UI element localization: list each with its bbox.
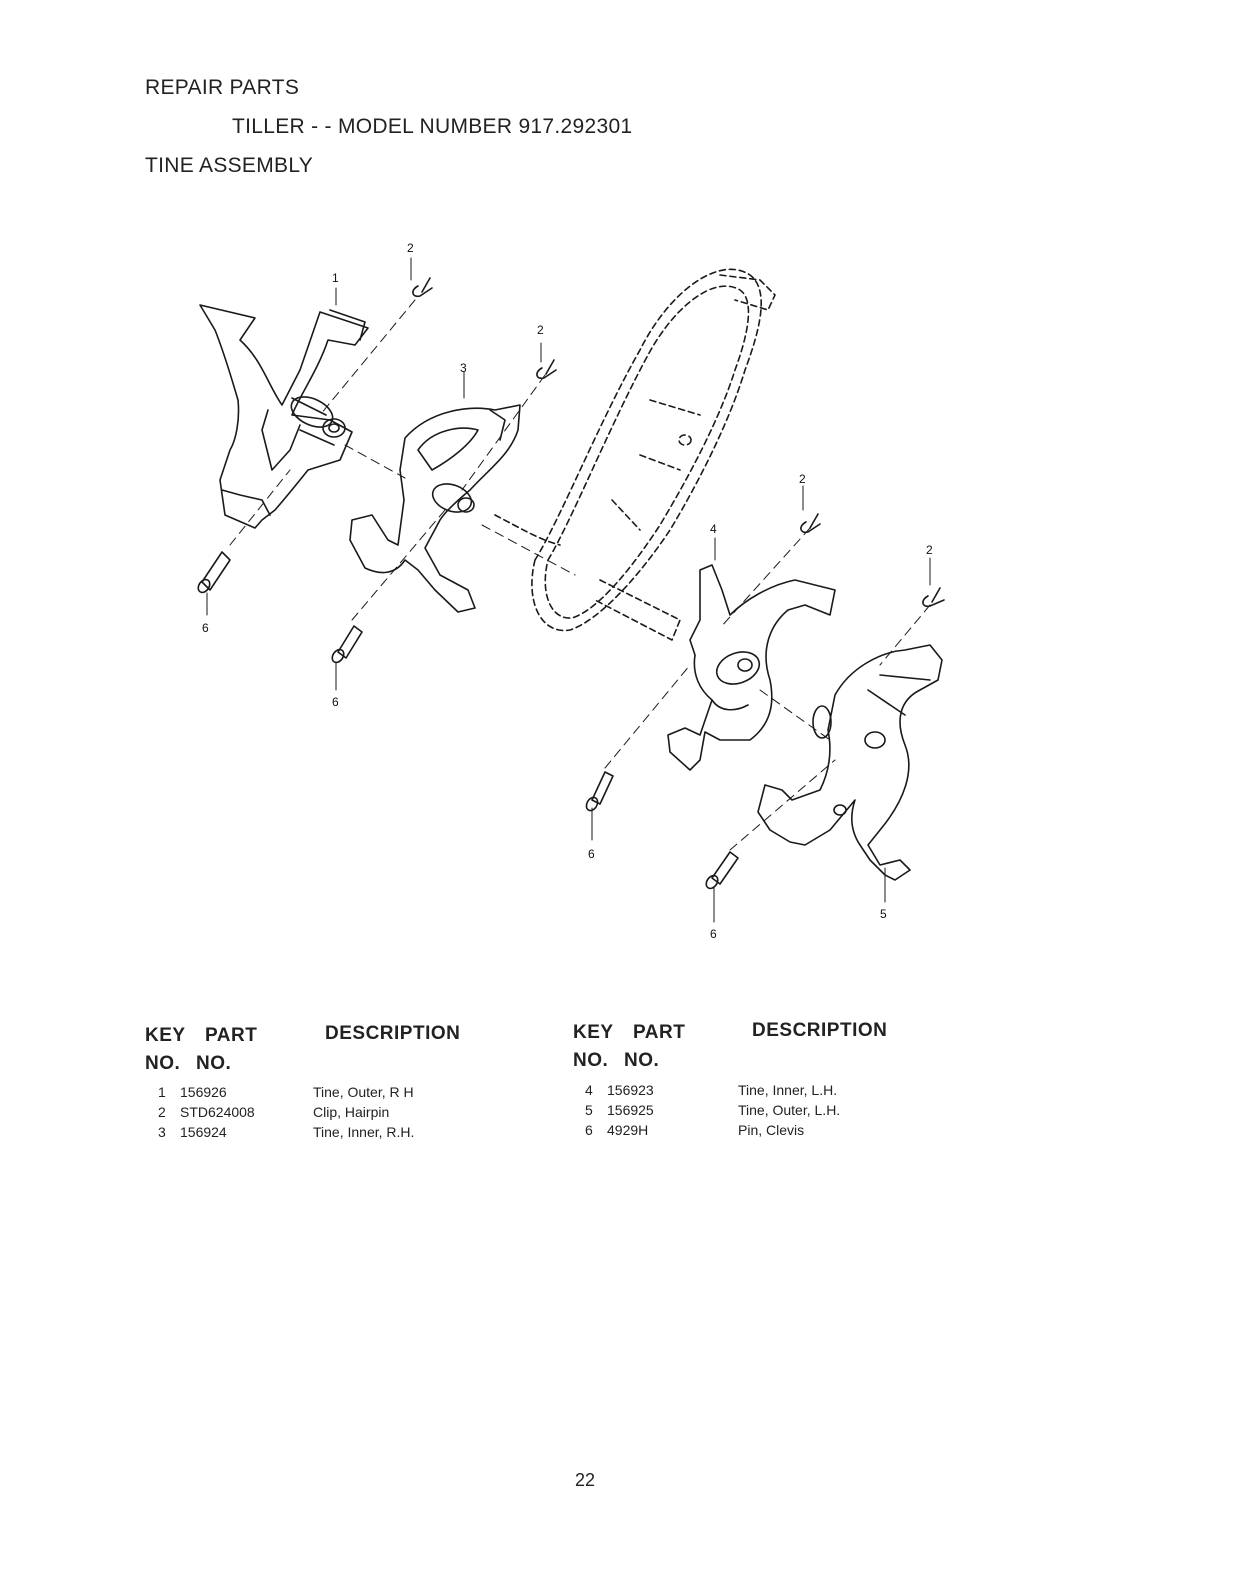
callout-6a: 6 [202,621,209,635]
callout-5: 5 [880,907,887,921]
tine-outer-lh [757,644,943,881]
key-no: 3 [158,1124,166,1140]
callout-6c: 6 [588,847,595,861]
section-title: REPAIR PARTS [145,76,300,99]
key-no: 6 [585,1122,593,1138]
right-col-description: DESCRIPTION [752,1020,888,1041]
right-col-key: KEY [573,1022,614,1043]
key-no: 2 [158,1104,166,1120]
left-col-part: PART [205,1025,258,1046]
right-col-part: PART [633,1022,686,1043]
clevis-pin-4 [705,851,739,890]
clevis-pin-1 [197,551,231,594]
part-no: 156925 [607,1102,654,1118]
part-description: Pin, Clevis [738,1122,805,1138]
clevis-pin-3 [585,771,614,812]
chain-case [494,268,776,641]
leader-lines [206,257,931,923]
hairpin-clip-3 [800,513,821,534]
left-col-no1: NO. [145,1053,181,1074]
callout-2b: 2 [537,323,544,337]
callout-2d: 2 [926,543,933,557]
hairpin-clip-2 [536,359,557,380]
part-description: Clip, Hairpin [313,1104,390,1120]
right-col-no2: NO. [624,1050,660,1071]
assembly-title: TINE ASSEMBLY [145,154,314,177]
part-description: Tine, Inner, L.H. [738,1082,838,1098]
callout-6b: 6 [332,695,339,709]
tine-outer-rh [199,304,369,529]
part-no: STD624008 [180,1104,255,1120]
callout-6d: 6 [710,927,717,941]
tine-assembly-diagram: 1 2 3 2 2 4 2 6 6 6 5 6 [197,241,945,941]
model-title: TILLER - - MODEL NUMBER 917.292301 [232,115,633,138]
part-description: Tine, Outer, L.H. [738,1102,841,1118]
left-col-key: KEY [145,1025,186,1046]
part-description: Tine, Outer, R H [313,1084,414,1100]
page-number: 22 [575,1470,596,1490]
left-col-description: DESCRIPTION [325,1023,461,1044]
part-no: 156924 [180,1124,227,1140]
clevis-pin-2 [331,625,363,664]
hairpin-clip-4 [922,587,945,608]
callout-2a: 2 [407,241,414,255]
assembly-lines [229,299,931,851]
callout-4: 4 [710,522,717,536]
callout-2c: 2 [799,472,806,486]
tine-inner-rh [349,404,521,613]
part-no: 156923 [607,1082,654,1098]
left-col-no2: NO. [196,1053,232,1074]
hairpin-clip-1 [412,277,433,298]
callout-1: 1 [332,271,339,285]
part-description: Tine, Inner, R.H. [313,1124,415,1140]
key-no: 5 [585,1102,593,1118]
tine-inner-lh [667,564,836,771]
part-no: 4929H [607,1122,649,1138]
part-no: 156926 [180,1084,227,1100]
key-no: 4 [585,1082,593,1098]
key-no: 1 [158,1084,166,1100]
right-col-no1: NO. [573,1050,609,1071]
callout-3: 3 [460,361,467,375]
